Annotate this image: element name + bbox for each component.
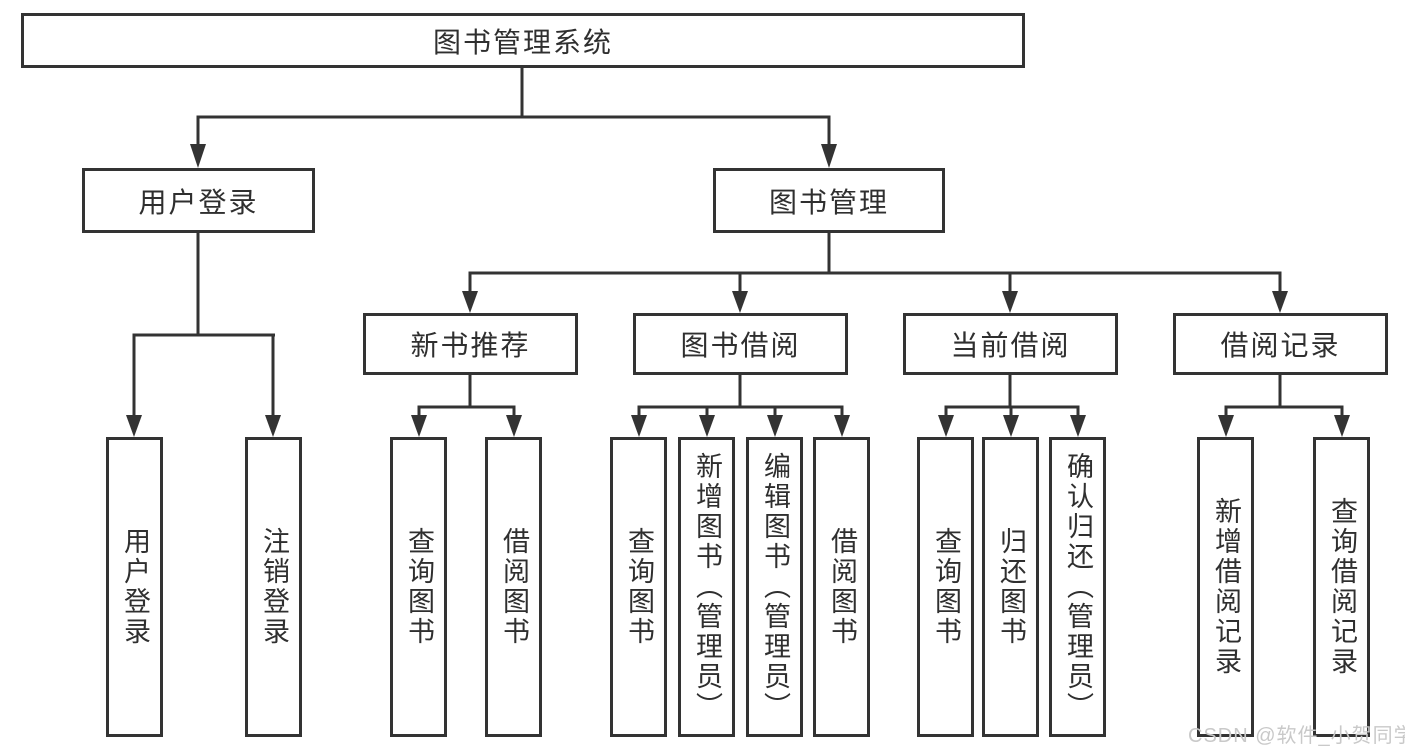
node-current-borrowing-label: 当前借阅 <box>950 330 1071 361</box>
leaf-return-books-label: 归还图书 <box>996 527 1027 647</box>
connector-root-to-level2 <box>190 68 837 168</box>
leaf-query-books-rec: 查询图书 <box>390 437 447 737</box>
connector-new-book-rec-to-leaves <box>411 375 522 437</box>
node-new-book-recommendation: 新书推荐 <box>363 313 578 375</box>
leaf-confirm-return-admin-label: 确认归还（管理员） <box>1063 452 1094 722</box>
connector-user-login-to-leaves <box>126 233 281 437</box>
leaf-user-login: 用户登录 <box>106 437 163 737</box>
leaf-query-books-borrow-label: 查询图书 <box>624 527 655 647</box>
node-book-management: 图书管理 <box>713 168 945 233</box>
node-borrowing-records-label: 借阅记录 <box>1220 330 1341 361</box>
leaf-add-borrow-record-label: 新增借阅记录 <box>1211 497 1242 677</box>
leaf-borrow-books-rec-label: 借阅图书 <box>499 527 530 647</box>
node-book-borrowing: 图书借阅 <box>633 313 848 375</box>
leaf-confirm-return-admin: 确认归还（管理员） <box>1049 437 1106 737</box>
leaf-query-books-current: 查询图书 <box>917 437 974 737</box>
connector-current-borrow-to-leaves <box>938 375 1086 437</box>
connector-book-mgmt-to-level3 <box>462 233 1288 313</box>
leaf-query-books-current-label: 查询图书 <box>931 527 962 647</box>
leaf-query-borrow-record: 查询借阅记录 <box>1313 437 1370 737</box>
leaf-add-books-admin: 新增图书（管理员） <box>678 437 735 737</box>
node-user-login: 用户登录 <box>82 168 315 233</box>
leaf-logout-label: 注销登录 <box>259 527 290 647</box>
leaf-borrow-books-rec: 借阅图书 <box>485 437 542 737</box>
leaf-logout: 注销登录 <box>245 437 302 737</box>
node-system-root: 图书管理系统 <box>21 13 1025 68</box>
node-current-borrowing: 当前借阅 <box>903 313 1118 375</box>
leaf-return-books: 归还图书 <box>982 437 1039 737</box>
leaf-add-borrow-record: 新增借阅记录 <box>1197 437 1254 737</box>
leaf-borrow-books: 借阅图书 <box>813 437 870 737</box>
node-system-root-label: 图书管理系统 <box>432 26 613 58</box>
csdn-watermark: CSDN @软件_小贺同学 <box>1188 725 1405 747</box>
node-book-borrowing-label: 图书借阅 <box>680 330 801 361</box>
connector-borrow-records-to-leaves <box>1218 375 1350 437</box>
node-borrowing-records: 借阅记录 <box>1173 313 1388 375</box>
leaf-query-borrow-record-label: 查询借阅记录 <box>1327 497 1358 677</box>
leaf-user-login-label: 用户登录 <box>120 527 151 647</box>
leaf-borrow-books-label: 借阅图书 <box>827 527 858 647</box>
node-new-book-recommendation-label: 新书推荐 <box>410 330 531 361</box>
leaf-edit-books-admin: 编辑图书（管理员） <box>746 437 803 737</box>
node-user-login-label: 用户登录 <box>138 186 259 218</box>
connector-book-borrow-to-leaves <box>631 375 850 437</box>
leaf-edit-books-admin-label: 编辑图书（管理员） <box>760 452 791 722</box>
leaf-query-books-rec-label: 查询图书 <box>404 527 435 647</box>
node-book-management-label: 图书管理 <box>768 186 889 218</box>
leaf-add-books-admin-label: 新增图书（管理员） <box>692 452 723 722</box>
leaf-query-books-borrow: 查询图书 <box>610 437 667 737</box>
